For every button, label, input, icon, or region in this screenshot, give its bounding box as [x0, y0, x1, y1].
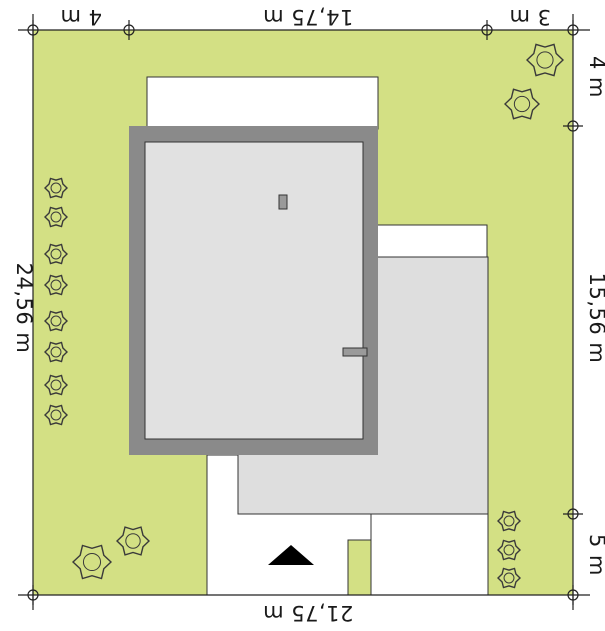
- shrub-icon: [496, 510, 522, 532]
- house-roof: [144, 141, 364, 440]
- dim-bottom: 21,75 m: [263, 601, 354, 625]
- shrub-icon: [496, 539, 522, 561]
- shrub-row-left: [43, 177, 69, 426]
- dim-right-bottom: 5 m: [585, 534, 605, 576]
- shrub-icon: [525, 43, 565, 77]
- chimney-icon: [278, 194, 288, 210]
- dim-right-top: 4 m: [585, 56, 605, 98]
- shrub-icon: [43, 374, 69, 396]
- shrub-cluster-bottom-left: [71, 526, 151, 580]
- shrub-icon: [43, 274, 69, 296]
- shrub-row-right: [496, 510, 522, 589]
- shrub-icon: [115, 526, 151, 556]
- entrance-triangle-icon: [268, 545, 314, 565]
- lawn-strip: [347, 539, 372, 596]
- shrub-icon: [496, 567, 522, 589]
- dim-marks-right: [563, 120, 583, 520]
- shrub-icon: [43, 404, 69, 426]
- shrub-icon: [43, 341, 69, 363]
- dim-top-left: 4 m: [60, 5, 102, 29]
- dim-top-middle: 14,75 m: [263, 5, 354, 29]
- shrub-icon: [43, 206, 69, 228]
- shrub-icon: [43, 310, 69, 332]
- shrub-cluster-top-right: [503, 43, 565, 120]
- shrub-icon: [71, 544, 113, 580]
- rear-pavement: [146, 76, 379, 130]
- roof-vent-icon: [342, 347, 368, 357]
- dim-right-middle: 15,56 m: [585, 273, 605, 364]
- shrub-icon: [43, 243, 69, 265]
- shrub-icon: [43, 177, 69, 199]
- shrub-icon: [503, 88, 541, 120]
- dim-top-right: 3 m: [509, 5, 551, 29]
- side-pavement: [376, 224, 488, 258]
- dim-left: 24,56 m: [12, 263, 36, 354]
